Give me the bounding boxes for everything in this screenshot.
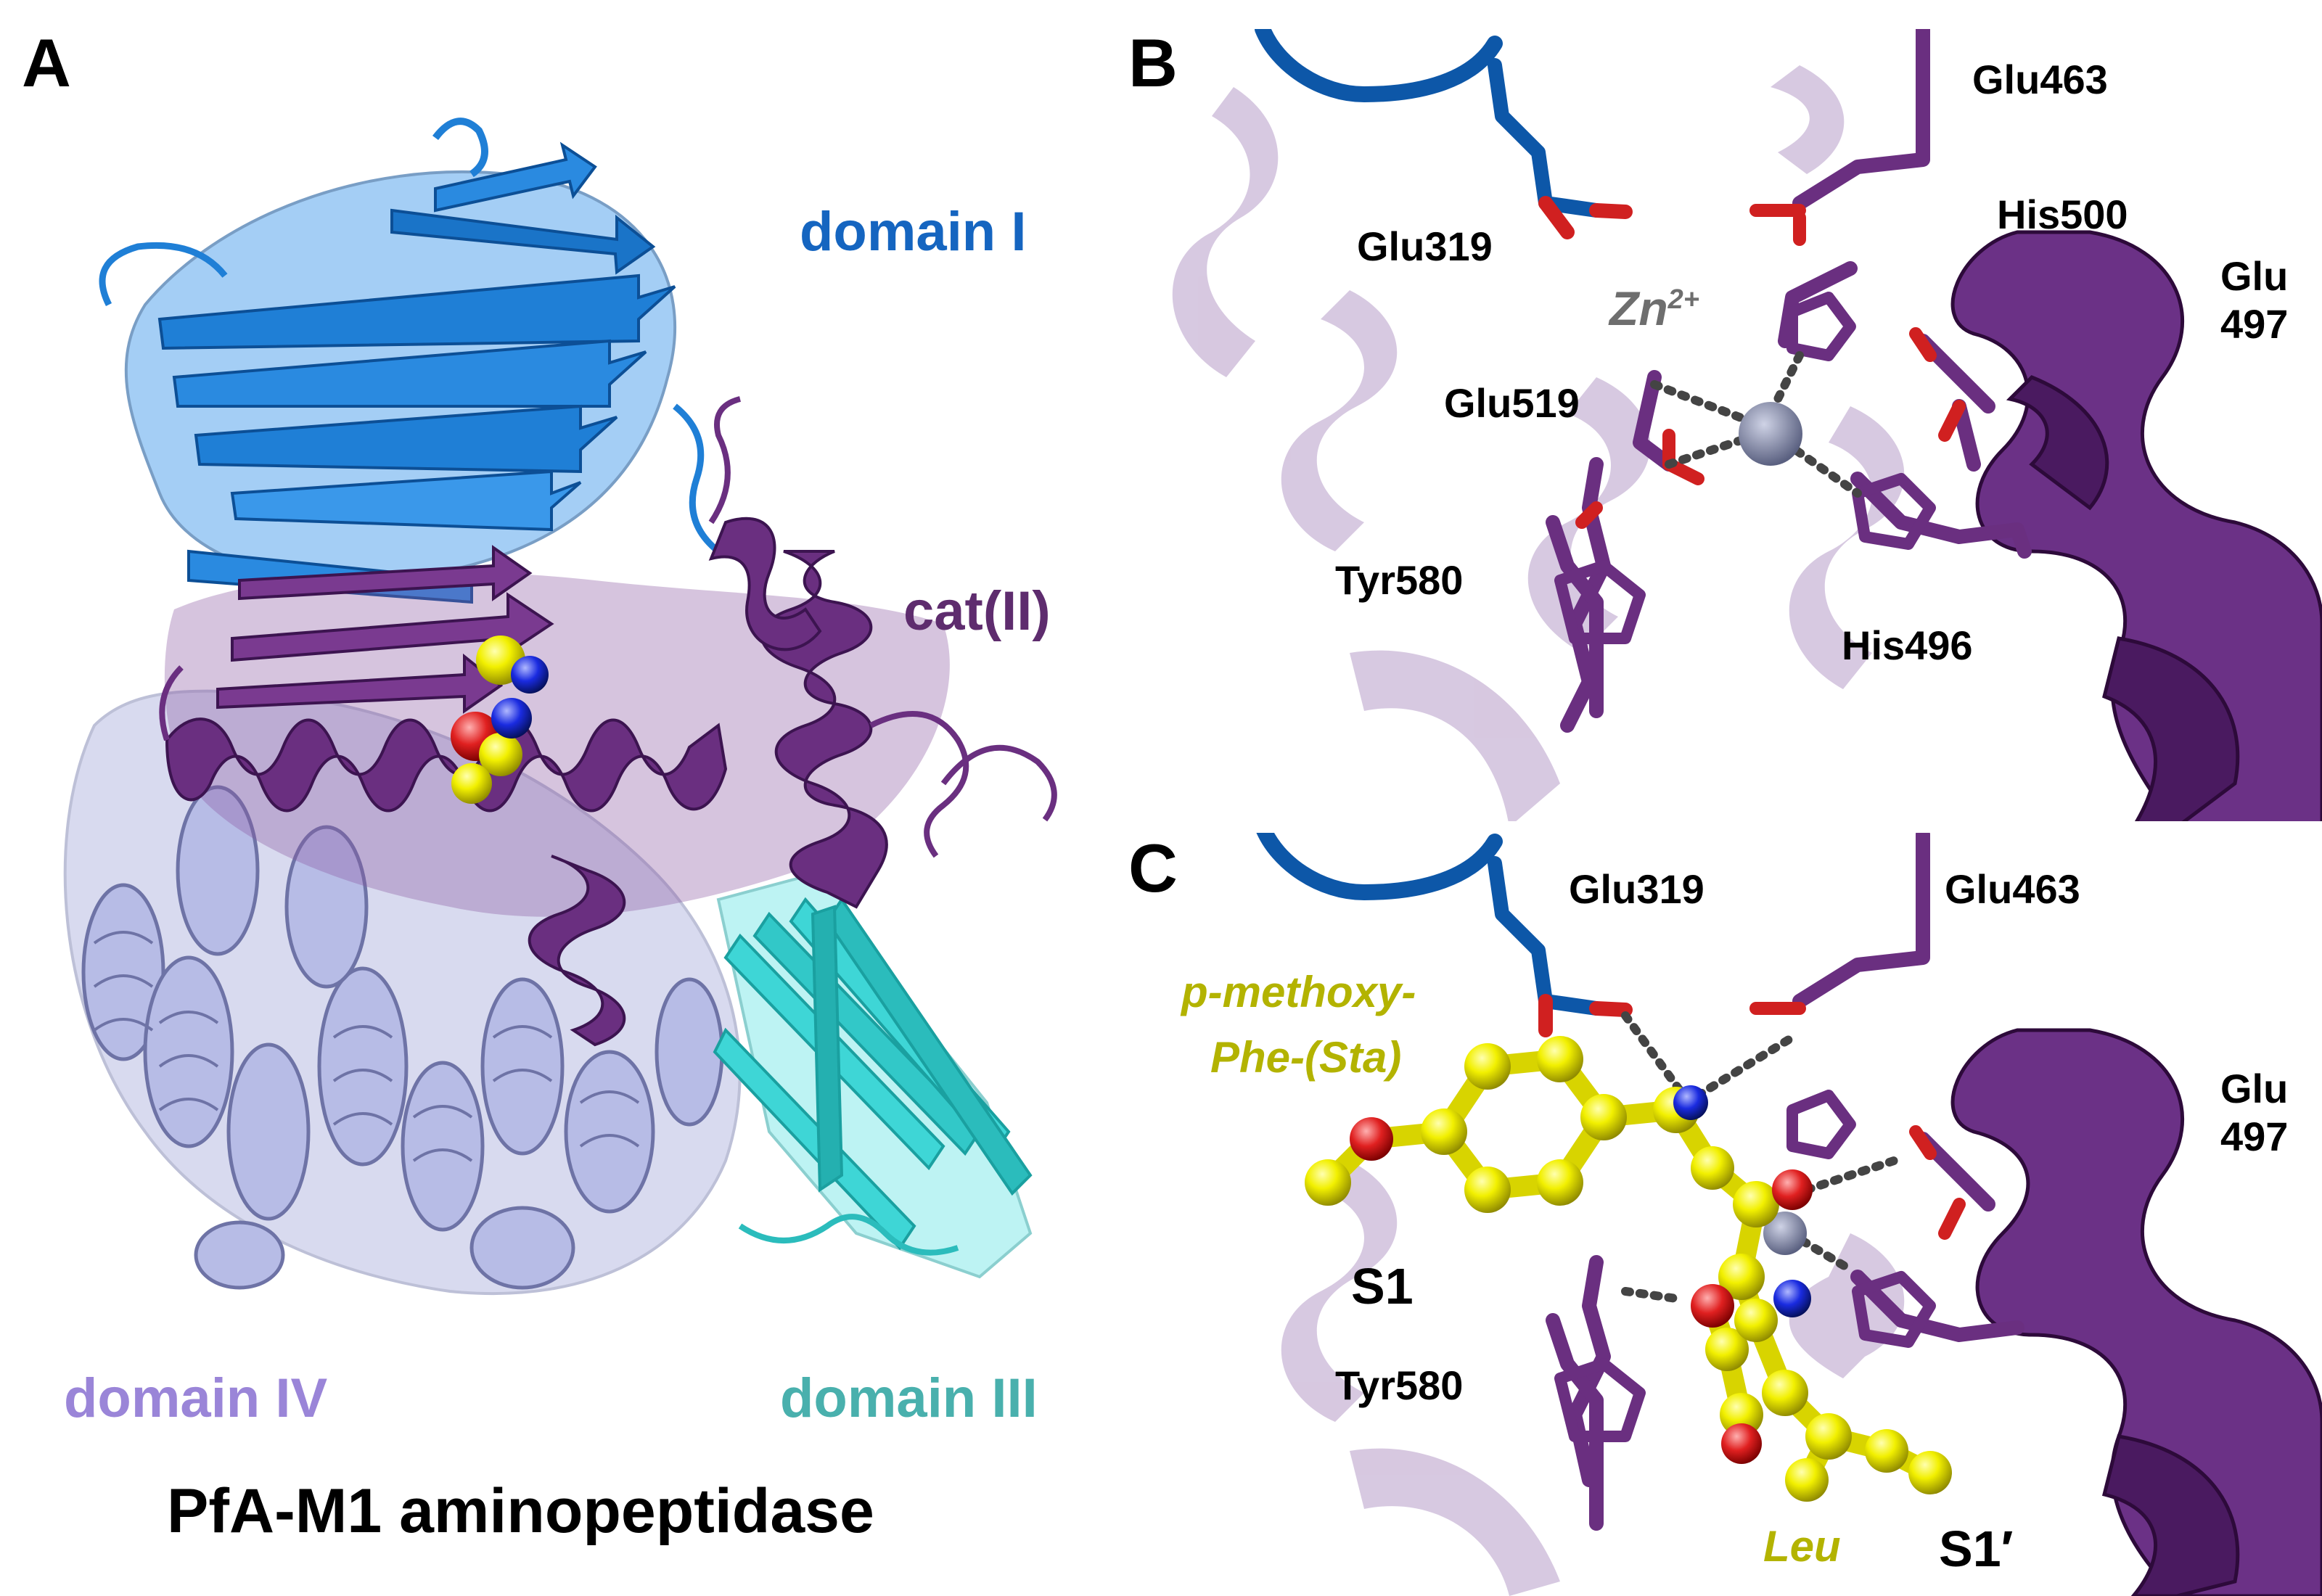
- b-glu319-label: Glu319: [1357, 223, 1493, 269]
- zinc-ion: [1739, 402, 1802, 466]
- domain-iii-sheet: [713, 868, 1033, 1279]
- panel-a-ligand: [451, 635, 549, 804]
- domain-iv-helices: [63, 689, 742, 1296]
- figure-title: PfA-M1 aminopeptidase: [167, 1476, 874, 1546]
- b-his496-label: His496: [1842, 622, 1973, 668]
- b-his500-label: His500: [1997, 192, 2128, 237]
- panel-b-artwork: [1172, 29, 2322, 827]
- panel-a-structure: [63, 118, 1057, 1296]
- c-ligand-label-line2: Phe-(Sta): [1210, 1033, 1402, 1082]
- c-glu463-label: Glu463: [1945, 866, 2080, 912]
- panel-b-letter: B: [1128, 25, 1178, 101]
- panel-a-letter: A: [22, 25, 71, 101]
- b-glu519-label: Glu519: [1444, 380, 1580, 426]
- b-zn-symbol: Zn: [1609, 281, 1668, 335]
- cat-ii-helices: [159, 396, 1057, 1047]
- domain-iv-label: domain IV: [64, 1367, 328, 1429]
- c-s1-prime-label: S1′: [1939, 1521, 2014, 1577]
- b-tyr580-label: Tyr580: [1335, 557, 1464, 603]
- c-tyr580-label: Tyr580: [1335, 1362, 1464, 1408]
- c-s1-label: S1: [1351, 1258, 1414, 1315]
- panel-c-letter: C: [1128, 830, 1178, 906]
- b-glu463-label: Glu463: [1972, 57, 2108, 102]
- domain-iii-label: domain III: [780, 1367, 1038, 1429]
- domain-i-sheet: [99, 118, 721, 604]
- domain-i-label: domain I: [800, 201, 1027, 263]
- b-zn-label: Zn2+: [1609, 284, 1699, 332]
- c-glu497-label: Glu 497: [2220, 1066, 2289, 1160]
- panel-c-artwork: [1255, 827, 2322, 1596]
- cat-ii-label: cat(II): [903, 580, 1051, 642]
- panel-c-ligand: [1305, 1036, 1952, 1502]
- c-ligand-label-line1: p-methoxy-: [1181, 968, 1416, 1016]
- c-leu-label: Leu: [1763, 1522, 1841, 1571]
- b-glu497-label: Glu 497: [2220, 253, 2289, 347]
- c-glu319-label: Glu319: [1569, 866, 1704, 912]
- b-zn-charge: 2+: [1667, 284, 1699, 315]
